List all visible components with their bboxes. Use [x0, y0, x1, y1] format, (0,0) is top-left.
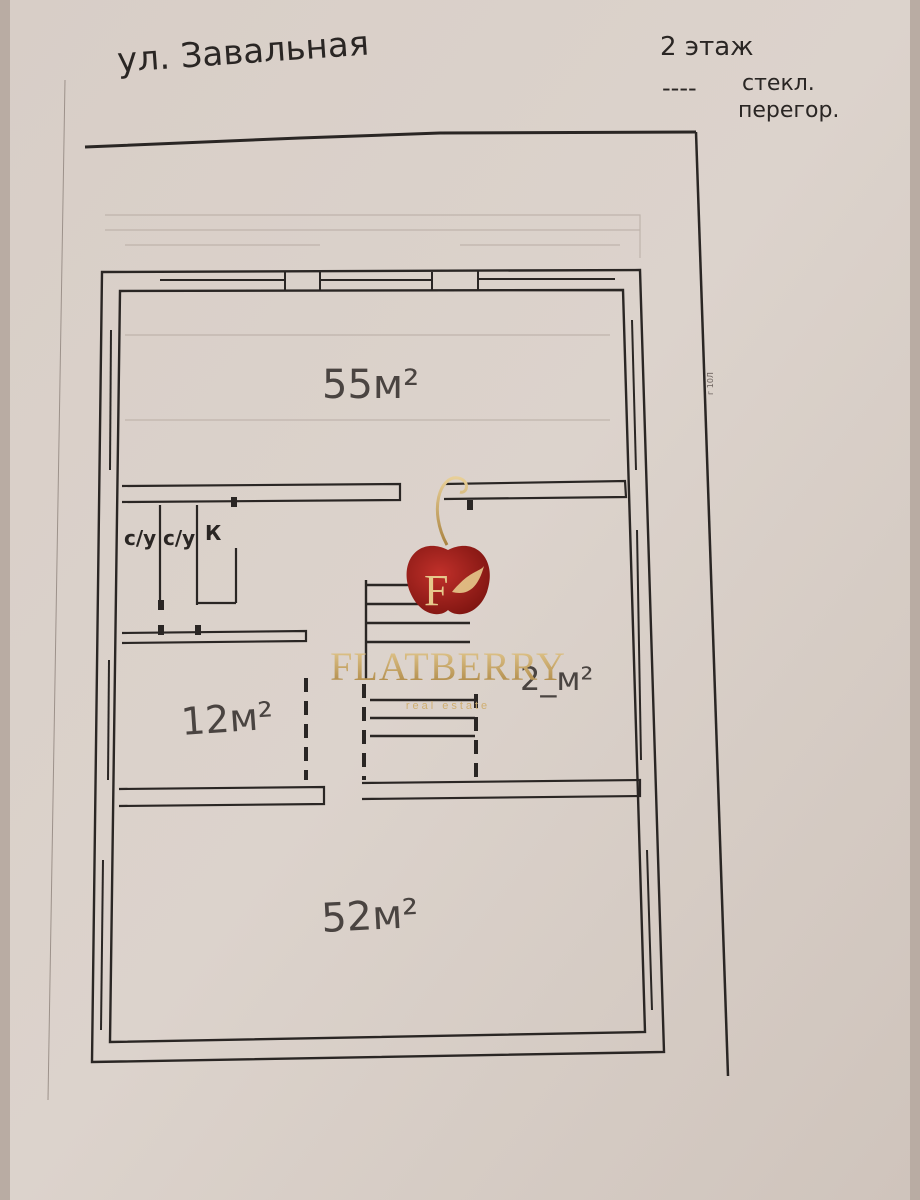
brand-watermark: F FLATBERRY real estate	[330, 476, 566, 712]
kitchen-label: К	[205, 521, 222, 545]
wc-label-2: с/у	[163, 526, 195, 550]
brand-letter: F	[424, 566, 448, 615]
exterior-walls	[90, 268, 666, 1064]
glass-partitions	[304, 678, 478, 780]
room-52-label: 52м²	[320, 891, 419, 942]
ghost-lines	[105, 214, 641, 421]
brand-name: FLATBERRY	[330, 644, 566, 689]
windows-sides	[100, 319, 653, 1031]
windows-top	[160, 271, 615, 291]
interior-walls	[118, 479, 642, 808]
legend-text-2: перегор.	[738, 98, 839, 123]
leaf-icon	[452, 566, 484, 593]
floor-label: 2 этаж	[660, 32, 754, 62]
margin-note: г 10Л	[706, 372, 715, 395]
door-marks	[158, 497, 473, 635]
room-55-label: 55м²	[322, 362, 419, 408]
apple-stem	[435, 476, 468, 546]
wc-label-1: с/у	[124, 526, 156, 550]
room-12-label: 12м²	[180, 694, 275, 744]
room-right-label: 2_м²	[520, 660, 593, 698]
legend-text-1: стекл.	[742, 71, 815, 96]
legend-dash: ----	[662, 74, 697, 102]
apple-icon	[406, 545, 490, 615]
brand-tagline: real estate	[406, 700, 490, 712]
site-boundary	[47, 79, 730, 1101]
